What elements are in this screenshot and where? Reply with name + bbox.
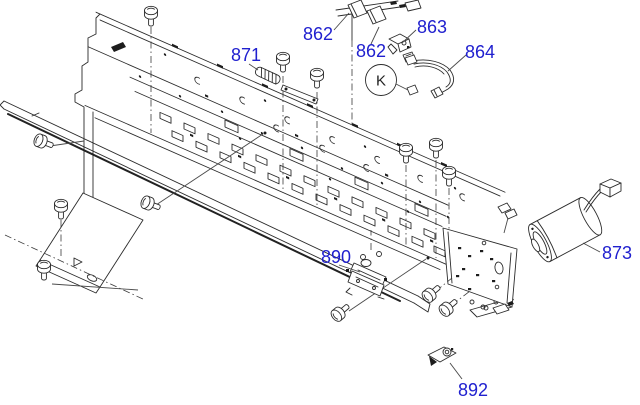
screw	[54, 198, 68, 220]
bracket-screw-leaders	[51, 220, 139, 291]
screw	[399, 142, 413, 164]
callout-862-b: 862	[356, 41, 386, 61]
k-circle	[365, 64, 397, 96]
screw	[37, 259, 51, 281]
leader-890	[338, 264, 361, 273]
tension-rod	[7, 113, 401, 302]
leader-862-a	[333, 12, 350, 31]
screw	[144, 5, 158, 27]
callout-873: 873	[602, 243, 632, 263]
leader-871	[248, 63, 259, 71]
sensor-862-a	[347, 0, 368, 19]
callout-871: 871	[231, 45, 261, 65]
leader-863	[401, 29, 417, 44]
motor-873-part	[528, 178, 622, 263]
hole-dot	[426, 256, 430, 260]
hole-dot	[263, 131, 267, 135]
switch-assembly-890	[345, 230, 387, 300]
screw	[442, 165, 456, 187]
leader-873	[582, 242, 601, 253]
callout-864: 864	[465, 42, 495, 62]
wire-harness-864	[404, 54, 455, 99]
front-guide-rail	[0, 100, 431, 313]
right-end-plate	[442, 227, 518, 315]
callout-leaders	[248, 12, 601, 380]
k-callout: K	[365, 64, 409, 96]
leader-rail-screw	[49, 140, 85, 147]
leader-864	[447, 54, 467, 72]
screw	[310, 67, 324, 89]
screw	[429, 137, 443, 159]
left-end-plate	[74, 13, 126, 201]
k-label: K	[376, 73, 386, 90]
screw	[436, 295, 461, 319]
motor-mount-clip	[497, 202, 518, 234]
screw	[328, 300, 353, 324]
roller-bracket-892	[427, 346, 457, 366]
leader-rail-screw	[155, 133, 264, 206]
link-plate	[280, 84, 319, 105]
lower-left-bracket	[4, 192, 146, 301]
rivet-dots	[138, 53, 457, 219]
punched-slot-row-upper	[159, 111, 436, 240]
screw	[419, 281, 444, 305]
chassis-frame	[84, 11, 506, 271]
motor-connector	[583, 178, 622, 213]
screw	[138, 194, 163, 215]
callout-890: 890	[321, 247, 351, 267]
spring-871-part	[254, 66, 281, 85]
sensor-862-b	[366, 5, 387, 25]
leader-892	[449, 362, 463, 380]
leader-862-b	[370, 26, 380, 45]
callout-863: 863	[417, 17, 447, 37]
leader-k	[395, 83, 409, 91]
leader-rail-screw	[348, 258, 427, 312]
callout-892: 892	[458, 380, 488, 400]
callout-862-a: 862	[303, 24, 333, 44]
screw	[276, 51, 290, 73]
